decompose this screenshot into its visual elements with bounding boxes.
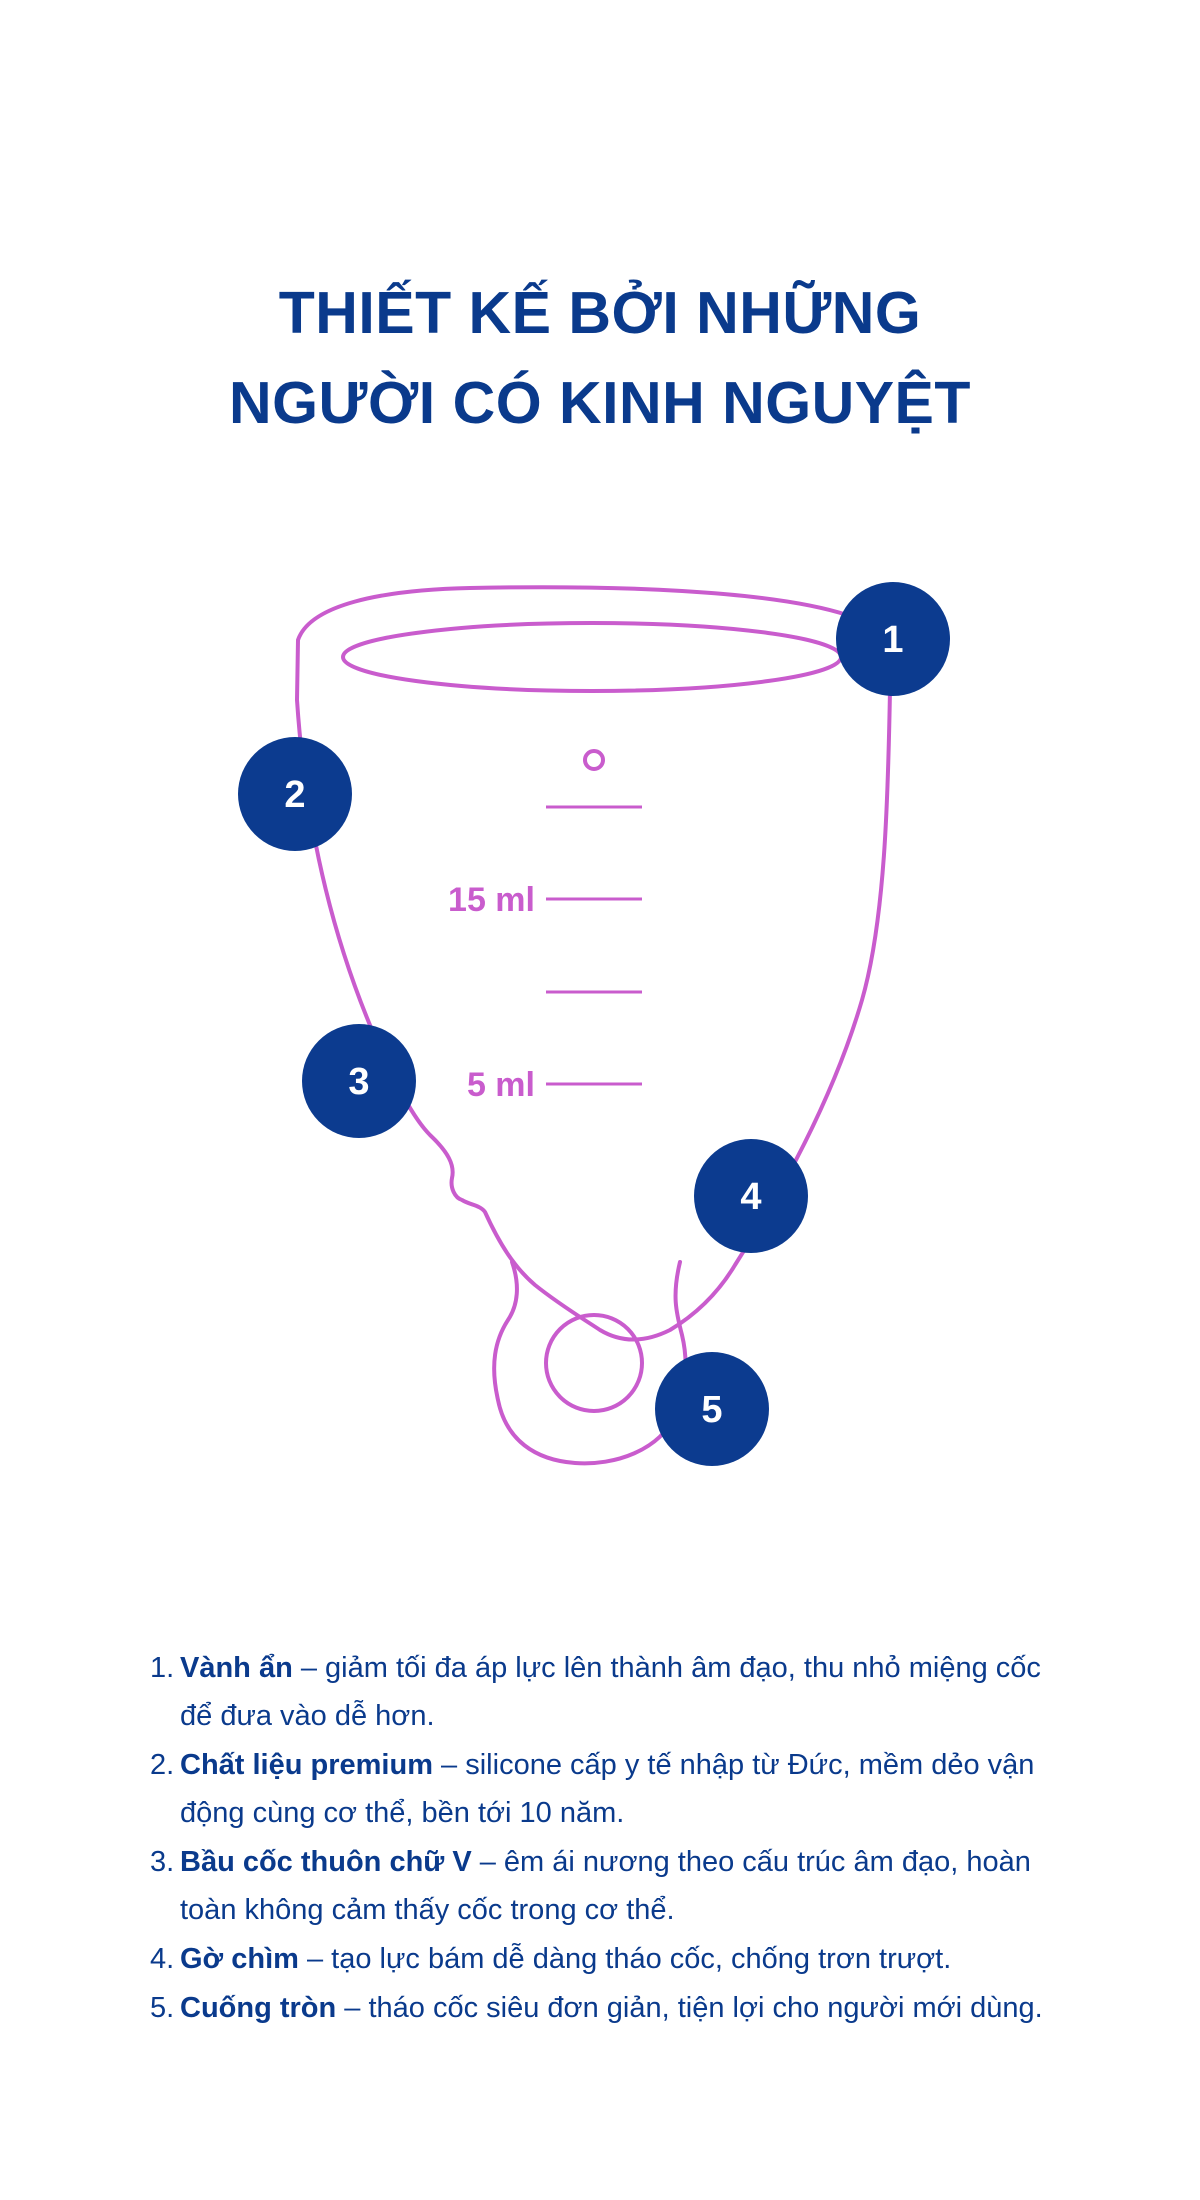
cup-outline (295, 585, 895, 1342)
callout-circle (238, 737, 352, 851)
callout-2: 2 (238, 737, 352, 851)
callout-number: 5 (701, 1389, 722, 1431)
feature-list: 1.Vành ẩn – giảm tối đa áp lực lên thành… (150, 1644, 1080, 2033)
callout-circle (655, 1352, 769, 1466)
callout-number: 2 (284, 774, 305, 816)
feature-description: – tháo cốc siêu đơn giản, tiện lợi cho n… (336, 1992, 1043, 2024)
callout-number: 1 (882, 619, 903, 661)
feature-description: – silicone cấp y tế nhập từ Đức, mềm dẻo… (180, 1749, 1035, 1829)
feature-description: – giảm tối đa áp lực lên thành âm đạo, t… (180, 1652, 1041, 1732)
feature-term: Chất liệu premium (180, 1749, 433, 1781)
feature-number: 2. (150, 1749, 175, 1781)
callout-circle (694, 1139, 808, 1253)
callout-circle (836, 582, 950, 696)
feature-item: 2.Chất liệu premium – silicone cấp y tế … (150, 1741, 1080, 1837)
callout-5: 5 (655, 1352, 769, 1466)
feature-number: 4. (150, 1943, 175, 1975)
callout-circle (302, 1024, 416, 1138)
feature-item: 4.Gờ chìm – tạo lực bám dễ dàng tháo cốc… (150, 1935, 1080, 1983)
feature-number: 1. (150, 1652, 175, 1684)
feature-term: Gờ chìm (180, 1943, 299, 1975)
feature-term: Vành ẩn (180, 1652, 293, 1684)
feature-number: 5. (150, 1992, 175, 2024)
feature-term: Bầu cốc thuôn chữ V (180, 1846, 472, 1878)
feature-number: 3. (150, 1846, 175, 1878)
callout-number: 3 (348, 1061, 369, 1103)
feature-description: – êm ái nương theo cấu trúc âm đạo, hoàn… (180, 1846, 1031, 1926)
rim-ellipse (341, 621, 843, 693)
fill-mark-circle (583, 749, 605, 771)
feature-term: Cuống tròn (180, 1992, 337, 2024)
callout-3: 3 (302, 1024, 416, 1138)
callout-1: 1 (836, 582, 950, 696)
feature-item: 1.Vành ẩn – giảm tối đa áp lực lên thành… (150, 1644, 1080, 1740)
stem-ring (544, 1313, 644, 1413)
feature-description: – tạo lực bám dễ dàng tháo cốc, chống tr… (298, 1943, 952, 1975)
volume-label-15ml: 15 ml (448, 881, 535, 919)
volume-label-5ml: 5 ml (467, 1066, 535, 1104)
feature-item: 5.Cuống tròn – tháo cốc siêu đơn giản, t… (150, 1984, 1080, 2032)
callout-4: 4 (694, 1139, 808, 1253)
callout-number: 4 (740, 1176, 761, 1218)
title-line-1: THIẾT KẾ BỞI NHỮNG (278, 279, 922, 346)
stem-outline (492, 1260, 688, 1466)
title-line-2: NGƯỜI CÓ KINH NGUYỆT (229, 369, 971, 436)
feature-item: 3.Bầu cốc thuôn chữ V – êm ái nương theo… (150, 1838, 1080, 1934)
page-title: THIẾT KẾ BỞI NHỮNG NGƯỜI CÓ KINH NGUYỆT (0, 268, 1200, 448)
